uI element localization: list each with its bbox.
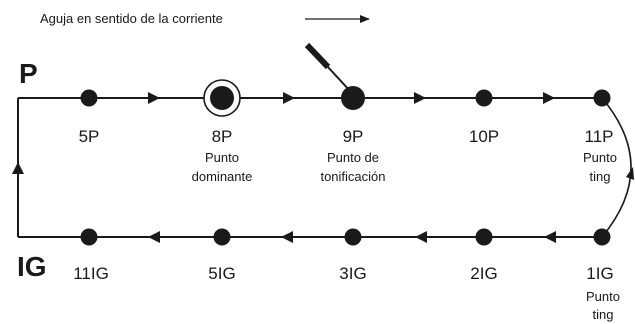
point-description: Punto [586, 289, 620, 304]
flow-arrow-right [414, 92, 426, 104]
point-label: 11IG [73, 264, 109, 283]
acupoint-8P [210, 86, 234, 110]
acupoint-10P [475, 89, 493, 107]
flow-arrow-right [283, 92, 295, 104]
point-label: 1IG [586, 264, 613, 283]
acupoint-11P [593, 89, 611, 107]
top-points [80, 79, 611, 117]
point-description: Punto [583, 150, 617, 165]
point-label: 2IG [470, 264, 497, 283]
flow-arrow-right [148, 92, 160, 104]
point-description: ting [590, 169, 611, 184]
acupoint-3IG [344, 228, 362, 246]
point-label: 9P [343, 127, 364, 146]
acupoint-5P [80, 89, 98, 107]
point-label: 5IG [208, 264, 235, 283]
point-description: tonificación [320, 169, 385, 184]
flow-arrow-right [543, 92, 555, 104]
point-label: 3IG [339, 264, 366, 283]
point-label: 5P [79, 127, 100, 146]
point-description: ting [593, 307, 614, 322]
acupoint-5IG [213, 228, 231, 246]
right-flow-curve [601, 97, 632, 238]
bottom-points [80, 228, 611, 246]
acupoint-9P [341, 86, 365, 110]
flow-arrow-up [12, 162, 24, 174]
flow-arrows [12, 92, 634, 243]
point-label: 10P [469, 127, 499, 146]
channel-label-bottom: IG [17, 251, 47, 282]
acupoint-2IG [475, 228, 493, 246]
point-description: Punto de [327, 150, 379, 165]
needle [304, 42, 331, 70]
flow-arrow-left [415, 231, 427, 243]
point-label: 8P [212, 127, 233, 146]
acupoint-1IG [593, 228, 611, 246]
point-description: Punto [205, 150, 239, 165]
point-label: 11P [585, 127, 614, 146]
flow-arrow-left [148, 231, 160, 243]
channel-label-top: P [19, 58, 38, 89]
point-description: dominante [192, 169, 253, 184]
flow-arrow-left [281, 231, 293, 243]
flow-arrow-left [544, 231, 556, 243]
needle-direction-note: Aguja en sentido de la corriente [40, 11, 223, 26]
acupoint-11IG [80, 228, 98, 246]
flow-arrow-down [626, 167, 634, 180]
